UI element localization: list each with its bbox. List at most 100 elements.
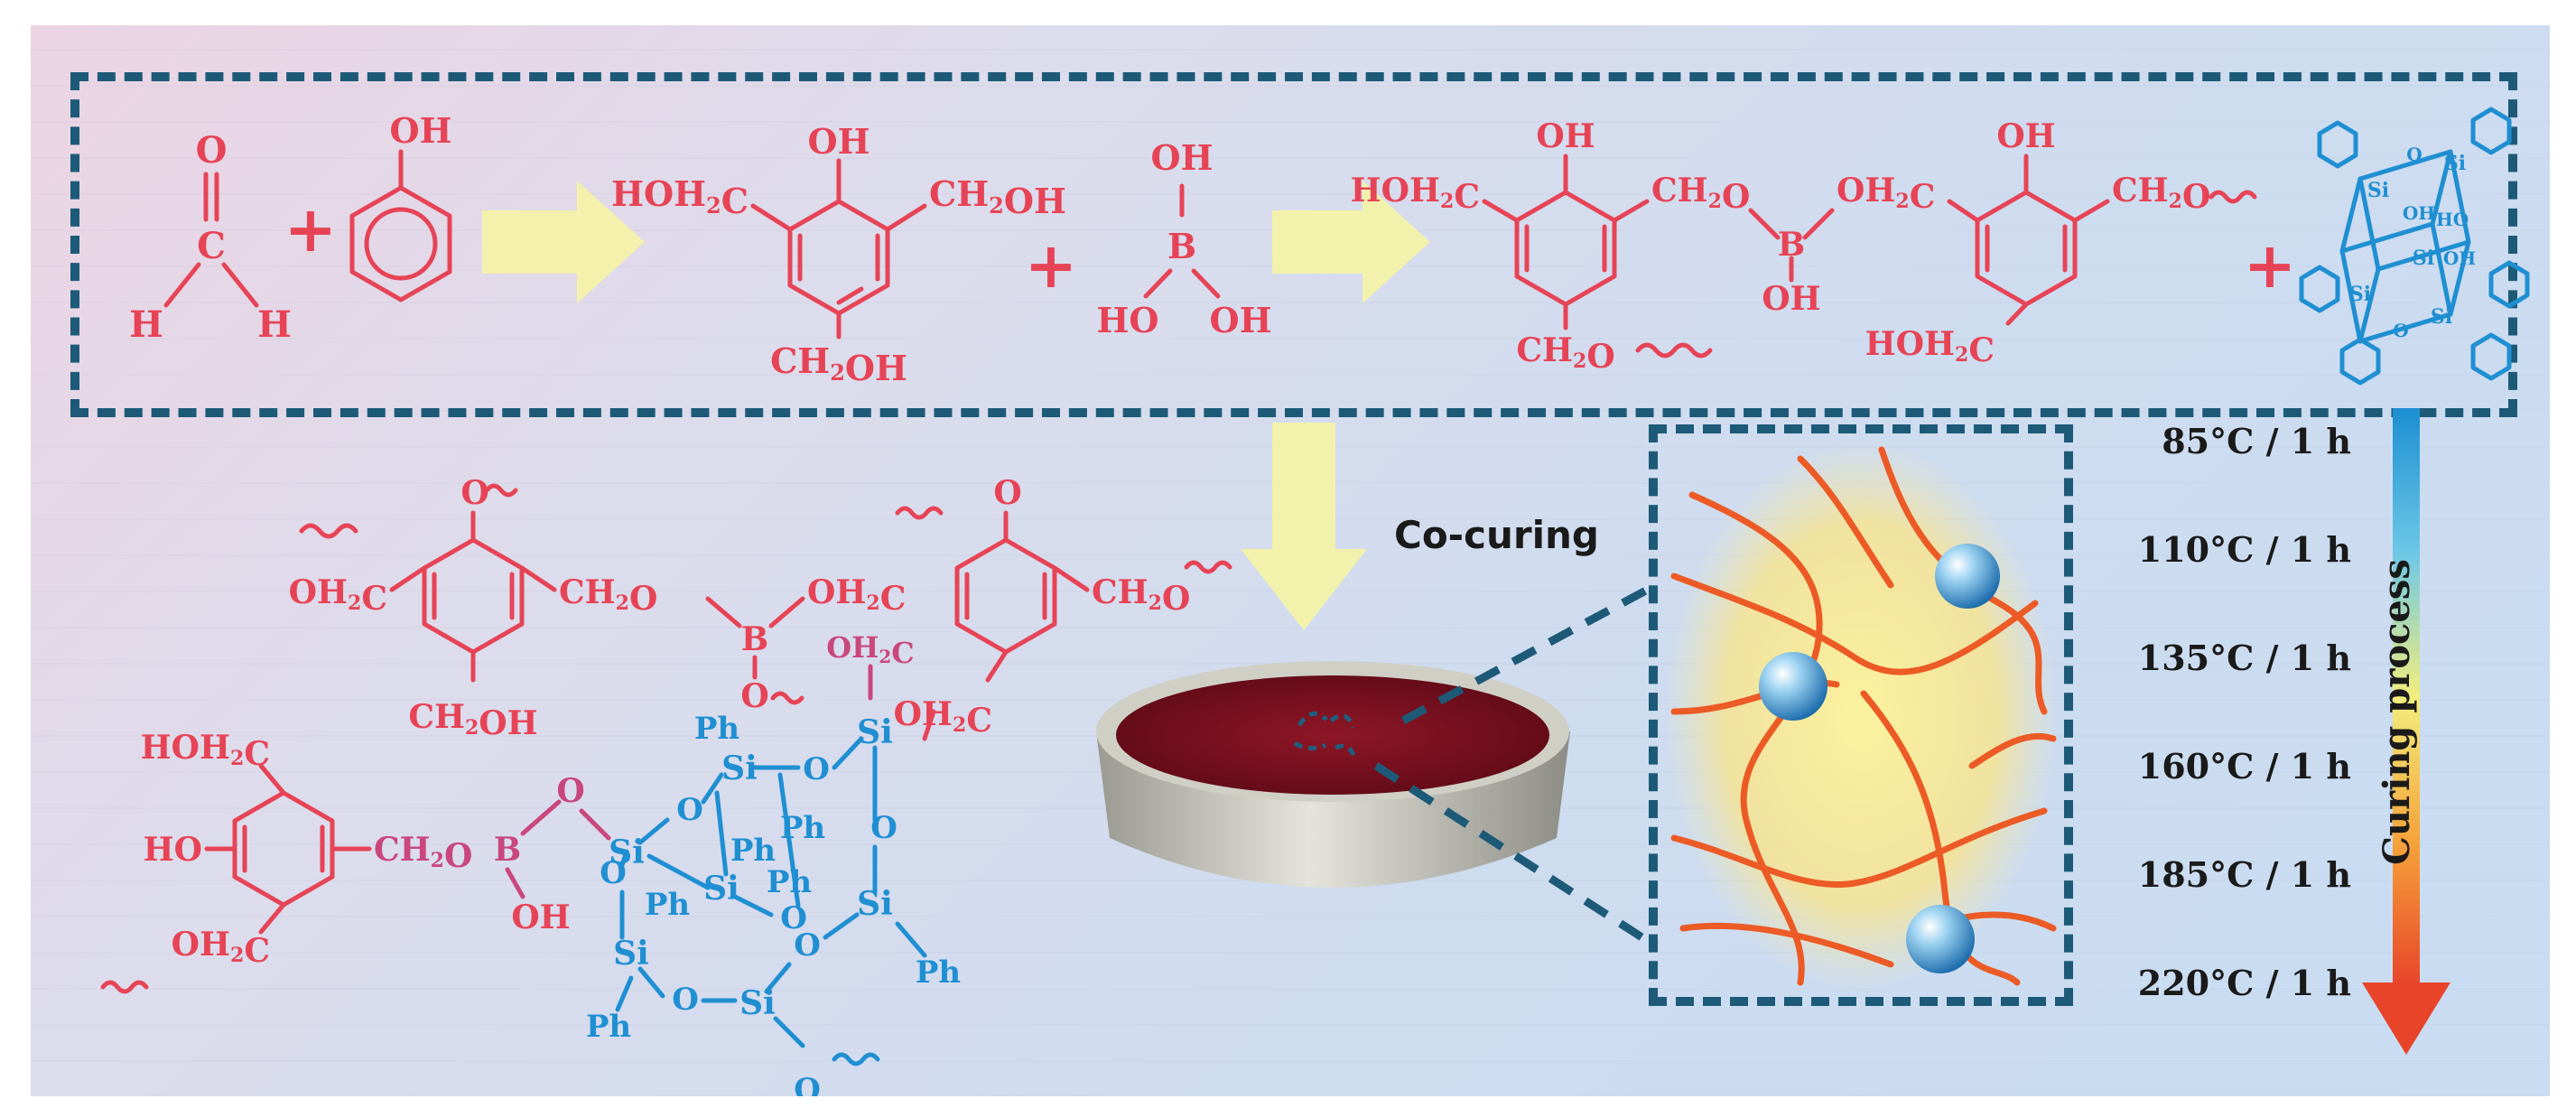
resin-ring1-bottom: CH2O	[1516, 331, 1614, 376]
curing-step-1: 85°C / 1 h	[2162, 421, 2351, 461]
lower-ho: HO	[144, 831, 202, 869]
plus-sign-1: +	[284, 191, 338, 266]
zoom-line-bottom	[1373, 762, 1659, 950]
upper-b-o: O	[740, 677, 768, 715]
product-ph-5: Ph	[767, 864, 812, 900]
boric-acid: OH B HO OH	[1096, 137, 1271, 340]
formaldehyde-c: C	[197, 225, 226, 267]
product-cage-o-6: O	[600, 855, 627, 891]
hmp-left: HOH2C	[611, 173, 749, 221]
hmp-oh: OH	[807, 121, 870, 162]
curing-step-3: 135°C / 1 h	[2137, 638, 2351, 678]
resin-ring2-right: CH2O	[2112, 172, 2210, 216]
borate-resin: OH HOH2C CH2O CH2O B OH OH2C OH CH2O HOH…	[1351, 117, 2257, 376]
co-curing-label: Co-curing	[1394, 513, 1599, 557]
lower-b: B	[494, 831, 521, 869]
cured-structure-upper: O OH2C CH2O B O OH2C CH2OH O CH2O OH2C	[289, 474, 1232, 742]
product-cage-o-center: O	[780, 900, 807, 936]
resin-ring2-oh: OH	[1996, 117, 2055, 155]
plus-sign-2: +	[1025, 228, 1078, 303]
upper-b: B	[741, 620, 768, 658]
upper-ch2o-1: CH2O	[559, 573, 657, 618]
lower-bottom: OH2C	[172, 926, 270, 970]
curing-step-5: 185°C / 1 h	[2137, 854, 2351, 895]
cage-oh-2: OH	[2443, 247, 2476, 269]
arrow-right-2	[1272, 181, 1430, 303]
product-ph-7: Ph	[586, 1009, 631, 1045]
petri-dish	[1096, 661, 1570, 888]
lower-linker: CH2O	[374, 831, 472, 875]
hmp-right: CH2OH	[929, 173, 1066, 221]
cage-sphere-1	[1935, 544, 2000, 609]
curing-schedule: 85°C / 1 h 110°C / 1 h 135°C / 1 h 160°C…	[2107, 403, 2351, 1053]
cage-sphere-3	[1906, 905, 1975, 973]
hmp-bottom: CH2OH	[770, 340, 907, 388]
resin-ring1-oh: OH	[1536, 117, 1595, 155]
cage-si-5: Si	[2431, 305, 2452, 329]
hydroxymethylphenol: OH HOH2C CH2OH CH2OH	[611, 121, 1066, 388]
lower-b-oh: OH	[511, 899, 570, 936]
upper-left: OH2C	[289, 573, 387, 618]
cage-o-1: O	[2406, 144, 2422, 165]
product-cage-si-tr: Si	[857, 713, 893, 751]
upper-bottom: CH2OH	[408, 698, 537, 742]
arrow-down	[1241, 423, 1367, 630]
product-cage-si-center: Si	[703, 870, 739, 908]
product-cage-o-4: O	[794, 927, 821, 964]
resin-b-oh: OH	[1762, 280, 1820, 318]
upper-linker: OH2C	[807, 573, 906, 618]
cage-oh-1: OH	[2403, 202, 2435, 224]
formaldehyde-h-right: H	[257, 303, 292, 346]
plus-sign-3: +	[2244, 228, 2297, 303]
resin-ring1-right: CH2O	[1651, 172, 1750, 216]
cured-structure-lower: HOH2C HO OH2C CH2O B OH	[100, 729, 571, 994]
diagram-svg: O C H H + OH OH HOH2C CH2OH	[100, 107, 2530, 1096]
phenol: OH	[349, 110, 452, 303]
product-cage-o-3: O	[870, 810, 897, 846]
phenol-oh: OH	[389, 110, 451, 151]
cage-o-2: O	[2393, 320, 2408, 341]
curing-arrow	[2362, 408, 2450, 1055]
curing-process-text: Curing process	[2375, 558, 2418, 865]
cage-ho: HO	[2436, 209, 2469, 230]
product-cage-oh2c: OH2C	[826, 630, 915, 670]
resin-b: B	[1778, 226, 1805, 264]
cage-si-2: Si	[2444, 152, 2466, 175]
boric-acid-ho: HO	[1096, 300, 1158, 340]
crosslinked-network	[1665, 441, 2057, 990]
resin-linker: OH2C	[1837, 172, 1935, 216]
silsesquioxane-cage-product: O OH2C Si O Si O Si O	[556, 630, 961, 1096]
network-zoom-box	[1649, 424, 2073, 1006]
boric-acid-b: B	[1167, 226, 1196, 266]
formaldehyde: O C H H	[129, 129, 292, 346]
reaction-scheme-box	[70, 72, 2517, 417]
upper-ch2o-2: CH2O	[1092, 573, 1190, 618]
product-ph-4: Ph	[645, 887, 690, 923]
lower-top: HOH2C	[141, 729, 270, 773]
boric-acid-oh-top: OH	[1150, 137, 1213, 178]
zoom-line-top	[1400, 582, 1659, 724]
cage-si-1: Si	[2367, 179, 2389, 202]
product-ph-3: Ph	[730, 833, 776, 869]
curing-process-label: Curing process	[2369, 459, 2423, 964]
upper-top-o-2: O	[993, 474, 1021, 512]
product-cage-o-left: O	[556, 772, 584, 810]
curing-step-2: 110°C / 1 h	[2137, 529, 2351, 570]
product-cage-o-5: O	[672, 982, 699, 1018]
product-cage-si-bl: Si	[613, 935, 649, 973]
product-cage-si-right: Si	[857, 885, 893, 923]
arrow-right-1	[482, 181, 645, 303]
formaldehyde-o: O	[196, 129, 228, 172]
product-ph-1: Ph	[694, 711, 739, 747]
cage-sphere-2	[1759, 652, 1827, 721]
upper-oh2c-low: OH2C	[894, 695, 992, 740]
curing-step-4: 160°C / 1 h	[2137, 746, 2351, 787]
product-ph-2: Ph	[780, 810, 825, 846]
product-cage-o-2: O	[803, 751, 830, 787]
curing-step-6: 220°C / 1 h	[2137, 963, 2351, 1003]
product-cage-si-left: Si	[609, 833, 645, 871]
diagram-canvas: O C H H + OH OH HOH2C CH2OH	[31, 25, 2550, 1096]
silsesquioxane-cage-top: Si Si O OH HO Si OH Si Si O	[2299, 107, 2530, 386]
cage-si-3: Si	[2413, 247, 2434, 270]
product-cage-si-bottom: Si	[739, 984, 776, 1022]
